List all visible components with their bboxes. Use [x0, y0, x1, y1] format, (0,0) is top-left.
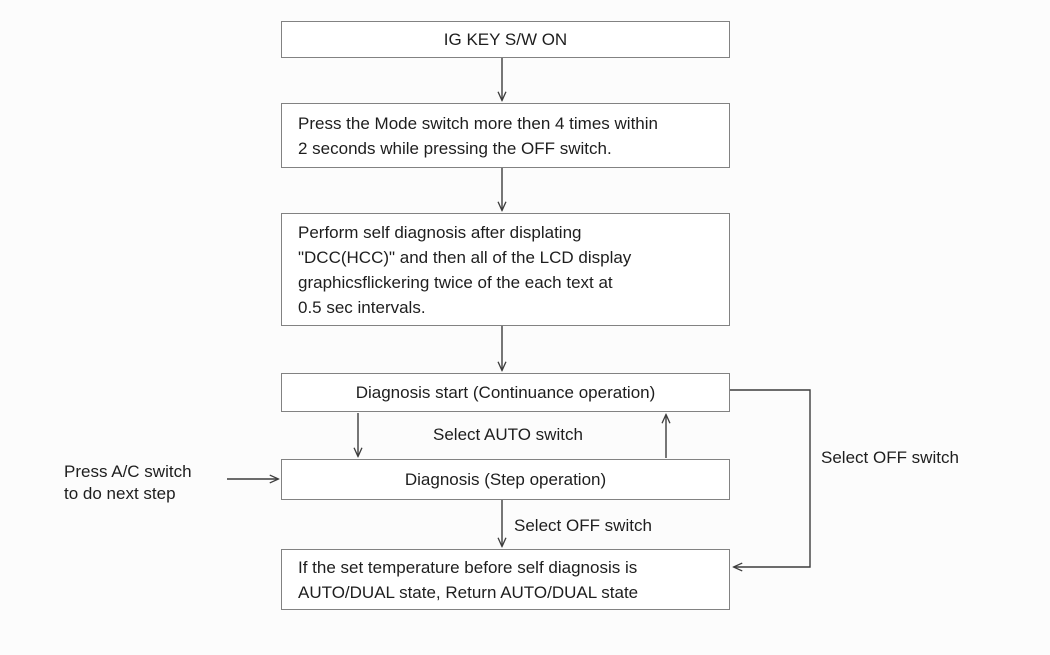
label-press-ac-switch: Press A/C switch to do next step	[64, 462, 192, 503]
node-perform-self-diagnosis: Perform self diagnosis after displating …	[281, 213, 730, 326]
node-diagnosis-start: Diagnosis start (Continuance operation)	[281, 373, 730, 412]
node-return-auto-dual-label: If the set temperature before self diagn…	[298, 557, 639, 602]
node-diagnosis-step: Diagnosis (Step operation)	[281, 459, 730, 500]
node-perform-self-diagnosis-label: Perform self diagnosis after displating …	[298, 222, 632, 317]
node-diagnosis-start-label: Diagnosis start (Continuance operation)	[355, 383, 656, 402]
node-press-mode-switch-label: Press the Mode switch more then 4 times …	[298, 113, 658, 158]
label-select-off-switch-step: Select OFF switch	[514, 516, 652, 535]
edge-diagnosisstart-offloop-to-return	[730, 389, 811, 567]
node-ig-key-sw-on: IG KEY S/W ON	[281, 21, 730, 58]
node-ig-key-sw-on-label: IG KEY S/W ON	[443, 30, 568, 49]
label-select-off-switch-loop: Select OFF switch	[821, 448, 959, 467]
label-select-auto-switch: Select AUTO switch	[433, 425, 583, 444]
node-press-mode-switch: Press the Mode switch more then 4 times …	[281, 103, 730, 168]
node-return-auto-dual: If the set temperature before self diagn…	[281, 549, 730, 610]
node-diagnosis-step-label: Diagnosis (Step operation)	[404, 470, 607, 489]
